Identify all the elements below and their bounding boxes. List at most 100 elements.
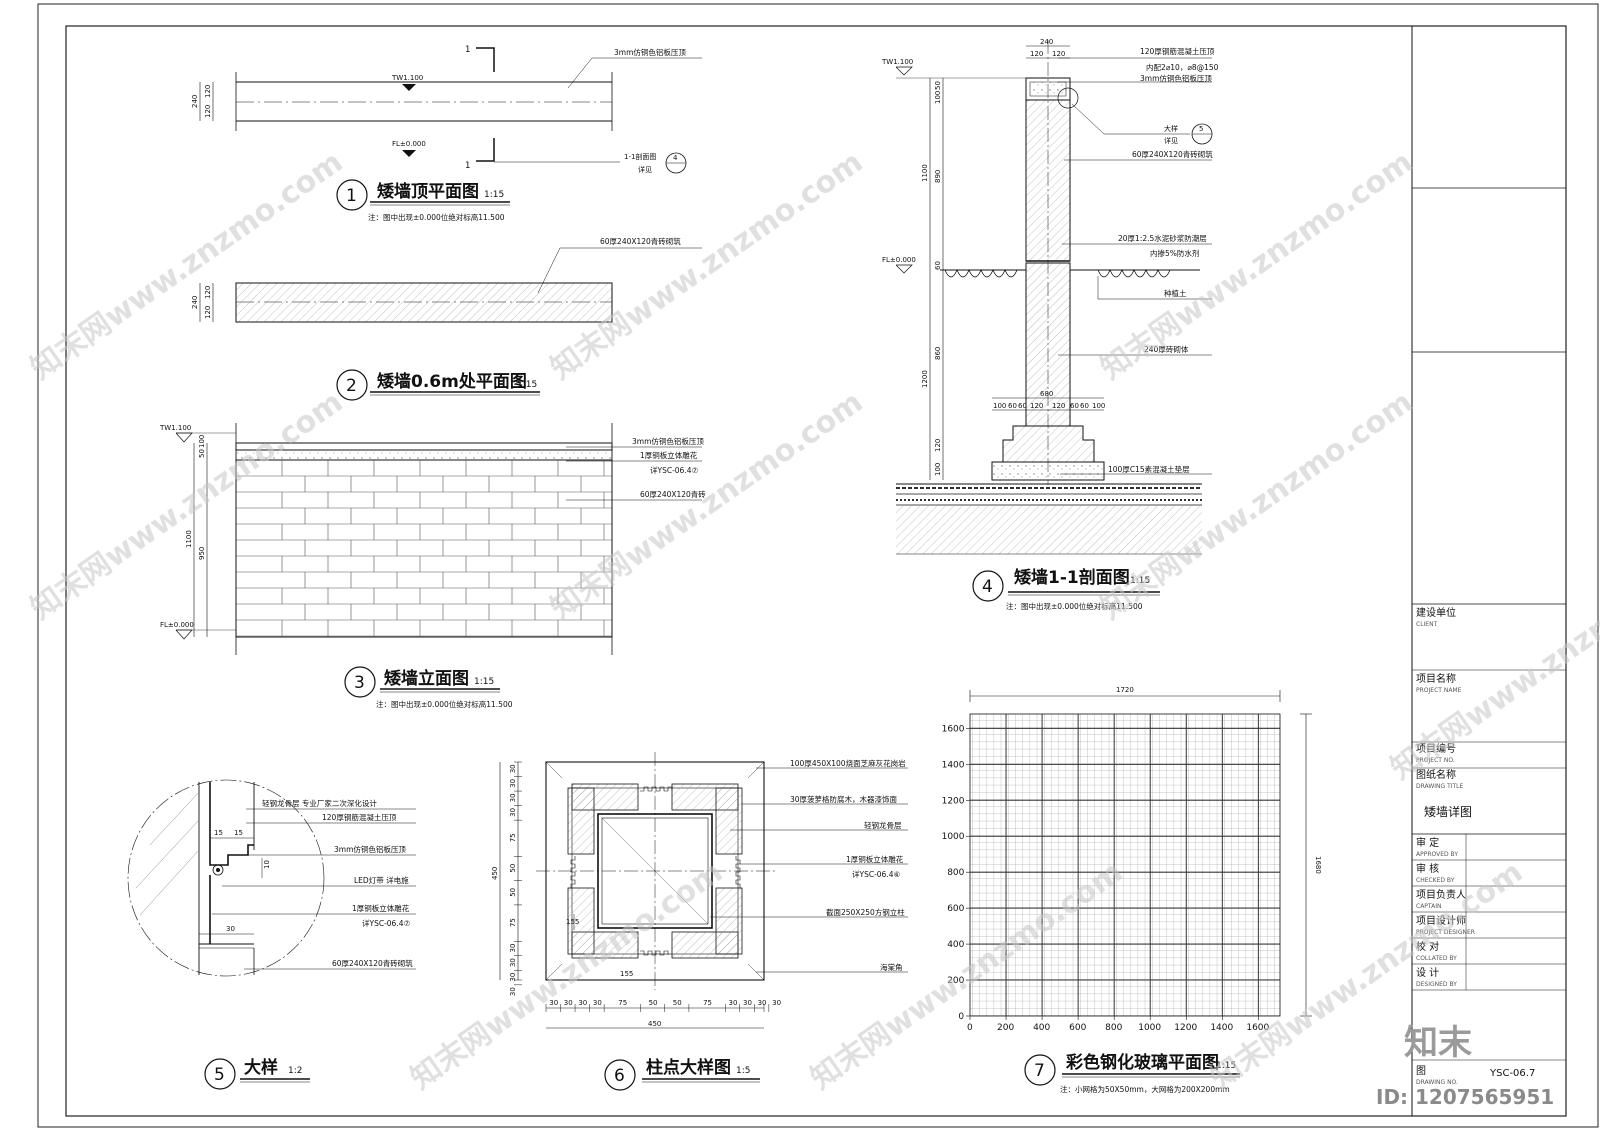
dim-bottom-seg: 30 xyxy=(549,999,558,1007)
dim-450-bottom: 450 xyxy=(648,1020,661,1028)
drawing-3-note: 注：图中出现±0.000位绝对标高11.500 xyxy=(376,699,513,709)
drawing-no-label-en: DRAWING NO. xyxy=(1416,1079,1458,1086)
dim-left-seg: 30 xyxy=(509,987,517,996)
label-copper-ref: 详YSC-06.4⑥ xyxy=(852,869,900,879)
dim-bottom-seg: 30 xyxy=(743,999,752,1007)
drawing-2-plan-0-6m: 60厚240X120青砖砌筑 240 120 120 2 矮墙0.6m处平面图 … xyxy=(191,236,702,401)
watermark-text: 知末网www.znzmo.com xyxy=(25,385,350,627)
dim-680: 680 xyxy=(1040,390,1053,398)
drawing-5-detail: 15 15 10 30 轻钢龙骨层 专业厂家二次深化设计 120厚钢筋混凝土压顶… xyxy=(127,779,416,1090)
tb-row-label-en: APPROVED BY xyxy=(1416,851,1458,858)
title-block: 建设单位 CLIENT 项目名称 PROJECT NAME 项目编号 PROJE… xyxy=(1411,26,1566,1116)
dim-15b: 15 xyxy=(234,829,243,837)
tb-row-label-en: PROJECT DESIGNER xyxy=(1416,929,1475,936)
drawing-7-scale: 1:15 xyxy=(1216,1061,1236,1071)
ref-section-num: 4 xyxy=(673,154,678,162)
dim-bottom-seg: 50 xyxy=(673,999,682,1007)
dim-60-r2: 60 xyxy=(1080,402,1089,410)
detail-ref-label: 大样 xyxy=(1164,124,1178,133)
drawing-6-scale: 1:5 xyxy=(736,1066,750,1076)
drawing-7-note: 注：小网格为50X50mm，大网格为200X200mm xyxy=(1060,1084,1230,1094)
dim-bottom-seg: 30 xyxy=(564,999,573,1007)
dim-155-left: 155 xyxy=(566,918,579,926)
dim-left-seg: 50 xyxy=(509,864,517,873)
brand-watermark: 知末 xyxy=(1404,1023,1472,1063)
dim-100-l: 100 xyxy=(993,402,1006,410)
label-top-cap: 3mm仿铜色铝板压顶 xyxy=(632,436,704,446)
dim-bottom-seg: 30 xyxy=(593,999,602,1007)
watermark-text: 知末网www.znzmo.com xyxy=(1385,545,1600,787)
dim-100: 100 xyxy=(198,435,206,448)
dim-left-seg: 30 xyxy=(509,793,517,802)
dim-height: 1680 xyxy=(1314,856,1322,874)
detail-ref-num: 5 xyxy=(1199,125,1203,133)
project-name-label-en: PROJECT NAME xyxy=(1416,687,1462,694)
y-tick-label: 1200 xyxy=(942,796,965,806)
tb-row-label: 校 对 xyxy=(1416,940,1439,953)
drawing-4-section: TW1.100 FL±0.000 1100 890 50 100 60 1200… xyxy=(881,38,1219,611)
label-waterproof: 内掺5%防水剂 xyxy=(1150,248,1199,258)
watermark-text: 知末网www.znzmo.com xyxy=(25,145,350,387)
y-tick-label: 400 xyxy=(947,940,964,950)
drawing-4-note: 注：图中出现±0.000位绝对标高11.500 xyxy=(1006,601,1143,611)
drawing-4-scale: 1:15 xyxy=(1130,576,1150,586)
tb-row-label: 项目设计师 xyxy=(1416,914,1466,927)
dim-left-seg: 75 xyxy=(509,918,517,927)
drawing-title-label: 图纸名称 xyxy=(1416,768,1456,781)
x-tick-label: 1200 xyxy=(1174,1023,1197,1033)
tw-elevation: TW1.100 xyxy=(391,74,423,82)
label-brick-masonry: 240厚砖砌体 xyxy=(1144,344,1189,354)
label-timber: 30厚菠萝格防腐木，木器漆饰面 xyxy=(790,794,898,804)
drawing-7-number: 7 xyxy=(1034,1061,1045,1081)
dim-10: 10 xyxy=(263,860,271,869)
x-tick-label: 800 xyxy=(1105,1023,1122,1033)
x-tick-label: 0 xyxy=(967,1023,973,1033)
drawing-3-number: 3 xyxy=(354,673,365,693)
drawing-3-scale: 1:15 xyxy=(474,677,494,687)
y-tick-label: 1600 xyxy=(942,724,965,734)
y-tick-label: 0 xyxy=(958,1012,964,1022)
label-top-cap: 3mm仿铜色铝板压顶 xyxy=(614,47,686,57)
tb-row-label-en: DESIGNED BY xyxy=(1416,981,1457,988)
client-label-en: CLIENT xyxy=(1416,621,1438,628)
y-tick-label: 600 xyxy=(947,904,964,914)
drawing-number: YSC-06.7 xyxy=(1489,1068,1535,1079)
drawing-3-title: 矮墙立面图 xyxy=(384,668,469,689)
x-tick-label: 1000 xyxy=(1138,1023,1161,1033)
tw-elevation: TW1.100 xyxy=(159,424,191,432)
label-brick-face: 60厚240X120青砖砌筑 xyxy=(332,958,413,968)
drawing-1-note: 注：图中出现±0.000位绝对标高11.500 xyxy=(368,212,505,222)
label-brick: 60厚240X120青砖砌筑 xyxy=(600,236,681,246)
fl-elevation: FL±0.000 xyxy=(882,256,916,264)
tw-elevation: TW1.100 xyxy=(881,58,913,66)
drawing-1-number: 1 xyxy=(346,186,357,206)
inner-border xyxy=(65,25,1567,1117)
ref-section-text: 1-1剖面图 xyxy=(624,152,656,161)
dim-120a: 120 xyxy=(204,286,212,299)
label-granite: 100厚450X100烧面芝麻灰花岗岩 xyxy=(790,758,906,768)
ref-see: 详见 xyxy=(638,165,652,174)
label-steel-frame: 轻钢龙骨层 专业厂家二次深化设计 xyxy=(262,798,377,808)
outer-border xyxy=(37,3,1599,1128)
label-concrete-cap: 120厚钢筋混凝土压顶 xyxy=(1140,46,1215,56)
label-aluminium-cap: 3mm仿铜色铝板压顶 xyxy=(334,844,406,854)
dim-450-left: 450 xyxy=(491,867,499,880)
label-steel-column: 截面250X250方钢立柱 xyxy=(826,907,905,917)
dim-240-top: 240 xyxy=(1040,38,1053,46)
label-corner: 海棠角 xyxy=(880,962,903,972)
dim-100-r: 100 xyxy=(1092,402,1105,410)
client-label: 建设单位 xyxy=(1416,606,1456,619)
dim-bottom-seg: 75 xyxy=(618,999,627,1007)
y-tick-label: 1400 xyxy=(942,760,965,770)
dim-left-seg: 30 xyxy=(509,944,517,953)
drawing-7-title: 彩色钢化玻璃平面图 xyxy=(1065,1052,1219,1073)
id-watermark: ID: 1207565951 xyxy=(1376,1085,1554,1109)
dim-50: 50 xyxy=(934,81,942,90)
tb-row-label: 设 计 xyxy=(1416,966,1439,979)
dim-240: 240 xyxy=(191,296,199,309)
project-no-label: 项目编号 xyxy=(1416,742,1456,755)
dim-left-seg: 30 xyxy=(509,808,517,817)
